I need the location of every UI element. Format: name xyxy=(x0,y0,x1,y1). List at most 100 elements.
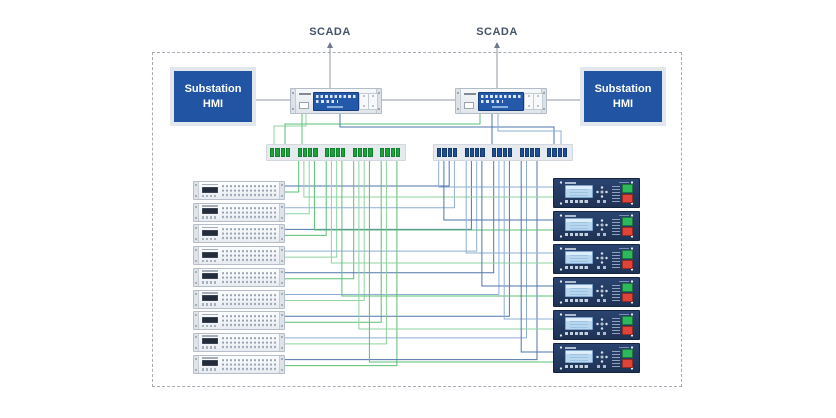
rack-ear xyxy=(291,89,296,113)
scada-label-left: SCADA xyxy=(309,26,351,38)
switch-brand-mark xyxy=(464,93,476,95)
relay-lcd-display xyxy=(565,218,593,231)
protection-relay xyxy=(553,178,640,208)
terminal-port xyxy=(475,147,480,157)
terminal-port xyxy=(357,147,363,157)
relay-led-labels xyxy=(612,283,620,301)
terminal-group xyxy=(492,147,513,157)
status-leds xyxy=(202,237,217,241)
terminal-port xyxy=(452,147,458,157)
terminal-port xyxy=(492,147,497,157)
switch-module-slot xyxy=(368,93,378,110)
switch-brand-mark xyxy=(299,93,311,95)
device-brand-mark xyxy=(202,292,218,294)
rack-ear xyxy=(279,355,284,373)
terminal-port xyxy=(280,147,285,157)
terminal-group xyxy=(325,147,346,157)
terminal-port xyxy=(535,147,540,157)
device-display xyxy=(202,360,218,367)
switch-button xyxy=(299,102,309,109)
relay-brand-mark xyxy=(565,280,576,283)
device-brand-mark xyxy=(202,248,218,251)
rack-ear xyxy=(279,333,284,351)
substation-hmi-right: Substation HMI xyxy=(580,67,666,126)
io-rack-device xyxy=(193,202,285,222)
rack-ear xyxy=(194,355,199,373)
terminal-port xyxy=(524,147,530,157)
relay-lcd-display xyxy=(565,251,593,264)
switch-module-slot xyxy=(533,93,543,110)
status-leds xyxy=(202,368,217,371)
rack-ear xyxy=(194,182,199,199)
relay-model-mark xyxy=(619,247,629,249)
status-leds xyxy=(202,303,217,306)
relay-trip-button xyxy=(622,293,633,302)
rack-ear xyxy=(279,268,284,286)
ethernet-ports xyxy=(316,95,356,98)
terminal-group xyxy=(297,147,318,157)
relay-model-mark xyxy=(619,214,629,216)
terminal-port xyxy=(447,147,452,157)
terminal-grid xyxy=(221,184,277,197)
device-display xyxy=(202,208,218,215)
relay-close-button xyxy=(622,250,633,259)
terminal-bar-green xyxy=(266,144,406,161)
relay-model-mark xyxy=(619,181,629,183)
relay-brand-mark xyxy=(565,214,576,217)
relay-trip-button xyxy=(622,194,633,203)
terminal-port xyxy=(390,147,395,157)
terminal-group xyxy=(380,147,401,157)
rack-ear xyxy=(456,89,461,113)
relay-function-buttons xyxy=(565,199,589,203)
terminal-group xyxy=(519,147,540,157)
relay-brand-mark xyxy=(565,181,576,184)
relay-trip-button xyxy=(622,326,633,335)
relay-aux-buttons xyxy=(597,298,607,302)
terminal-port xyxy=(380,147,385,157)
relay-function-buttons xyxy=(565,265,589,269)
scada-arrow-up-left xyxy=(326,42,333,48)
relay-trip-button xyxy=(622,227,633,236)
status-leds xyxy=(202,194,217,197)
relay-model-mark xyxy=(619,313,629,315)
station-switch-2 xyxy=(455,88,547,114)
relay-nav-buttons xyxy=(595,251,609,265)
relay-aux-buttons xyxy=(597,265,607,269)
device-brand-mark xyxy=(202,205,218,207)
terminal-port xyxy=(285,147,291,157)
status-leds xyxy=(202,281,217,284)
terminal-port xyxy=(502,147,507,157)
rack-ear xyxy=(194,225,199,243)
protection-relay xyxy=(553,244,640,274)
terminal-port xyxy=(530,147,535,157)
relay-function-buttons xyxy=(565,232,589,236)
terminal-group xyxy=(464,147,485,157)
terminal-port xyxy=(562,147,568,157)
terminal-grid xyxy=(221,292,277,306)
relay-trip-button xyxy=(622,359,633,368)
relay-close-button xyxy=(622,316,633,325)
relay-led-labels xyxy=(612,250,620,268)
device-brand-mark xyxy=(202,313,218,316)
terminal-port xyxy=(557,147,562,157)
terminal-port xyxy=(308,147,313,157)
rack-ear xyxy=(279,225,284,243)
relay-aux-buttons xyxy=(597,232,607,236)
io-rack-device xyxy=(193,332,285,352)
rack-ear xyxy=(279,203,284,221)
rack-ear xyxy=(279,182,284,199)
relay-lcd-display xyxy=(565,185,593,198)
rack-ear xyxy=(194,333,199,351)
relay-led-labels xyxy=(612,349,620,367)
switch-logo xyxy=(492,106,508,108)
ethernet-ports xyxy=(481,95,521,98)
terminal-group xyxy=(270,147,291,157)
terminal-port xyxy=(275,147,280,157)
rack-ear xyxy=(194,247,199,265)
terminal-port xyxy=(368,147,373,157)
switch-port-panel xyxy=(478,92,524,111)
io-rack-device xyxy=(193,246,285,266)
terminal-port xyxy=(270,147,275,157)
terminal-port xyxy=(437,147,442,157)
rack-ear xyxy=(279,312,284,330)
